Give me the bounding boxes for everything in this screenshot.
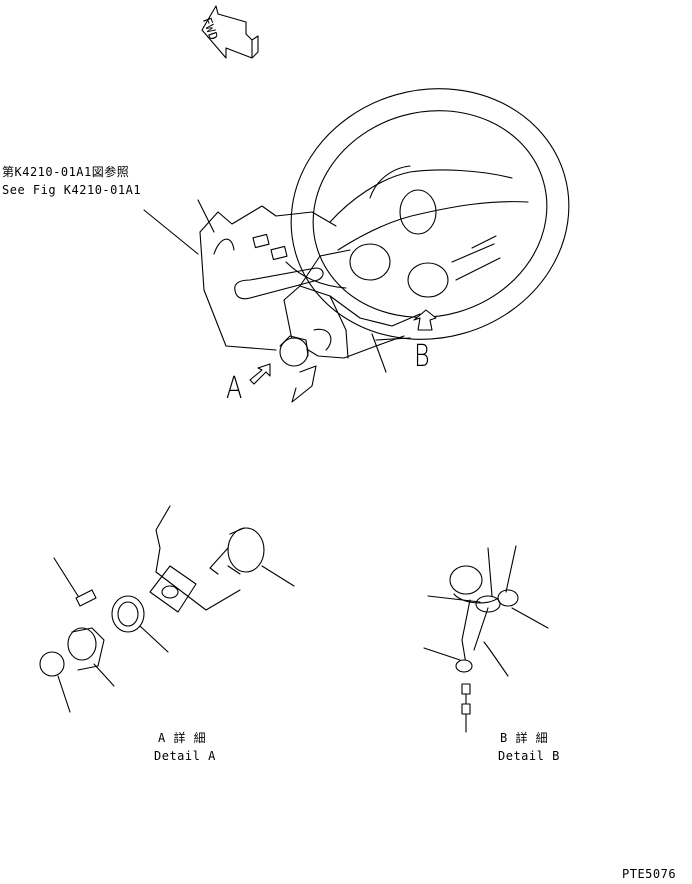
detail-b-title-en: Detail B [498, 749, 560, 763]
leader-lines [143, 199, 497, 373]
view-letter-a: A [226, 371, 243, 406]
detail-a-title-jp: A 詳 細 [158, 731, 207, 745]
reference-label-jp: 第K4210-01A1図参照 [2, 165, 130, 179]
detail-a-drawing [39, 505, 295, 713]
steering-column [199, 205, 421, 403]
reference-label-en: See Fig K4210-01A1 [2, 183, 142, 197]
view-arrow-a-icon [249, 363, 271, 385]
detail-a-title-en: Detail A [154, 749, 216, 763]
steering-wheel [290, 88, 570, 340]
detail-b-title-jp: B 詳 細 [500, 731, 549, 745]
view-letter-b: B [414, 339, 430, 374]
detail-b-drawing [423, 545, 549, 733]
fwd-arrow-icon [201, 5, 259, 59]
view-arrow-b-icon [413, 309, 437, 331]
drawing-number: PTE5076 [622, 867, 677, 881]
